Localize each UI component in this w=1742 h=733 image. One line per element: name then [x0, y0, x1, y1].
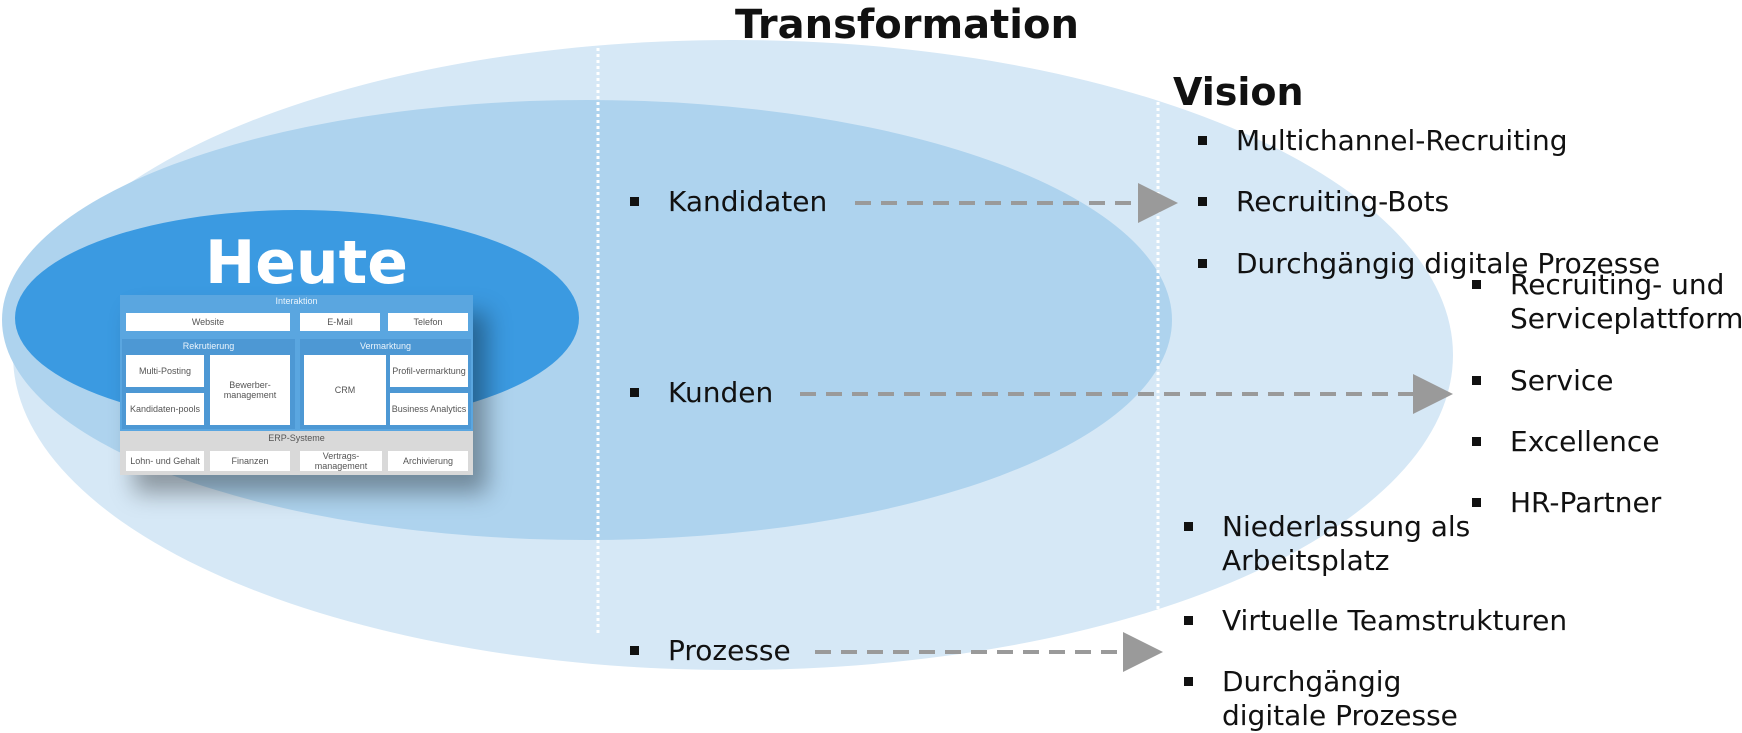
- interaction-header: Interaktion: [275, 296, 318, 306]
- bullet-icon: [1472, 437, 1481, 446]
- vision-customers-item: HR-Partner: [1472, 486, 1661, 520]
- erp-header: ERP-Systeme: [268, 433, 325, 443]
- vision-item-label: Excellence: [1510, 425, 1660, 458]
- transformation-item-prozesse: Prozesse: [630, 634, 791, 668]
- transformation-item-label: Prozesse: [668, 634, 791, 667]
- vision-candidates-item: Durchgängig digitale Prozesse: [1198, 247, 1660, 281]
- marketing-header: Vermarktung: [359, 341, 412, 351]
- bullet-icon: [1184, 522, 1193, 531]
- transformation-item-kunden: Kunden: [630, 376, 773, 410]
- channel-website: Website: [126, 313, 290, 331]
- bullet-icon: [1472, 280, 1481, 289]
- vision-processes-item: Durchgängig digitale Prozesse: [1184, 665, 1482, 733]
- recruiting-header: Rekrutierung: [182, 341, 235, 351]
- vision-customers-item: Recruiting- und Serviceplattform: [1472, 268, 1742, 336]
- bullet-icon: [630, 388, 639, 397]
- vision-item-label: Durchgängig digitale Prozesse: [1236, 247, 1661, 280]
- transformation-item-kandidaten: Kandidaten: [630, 185, 827, 219]
- bullet-icon: [1184, 677, 1193, 686]
- vision-item-label: Service: [1510, 364, 1614, 397]
- vision-customers-item: Excellence: [1472, 425, 1660, 459]
- bullet-icon: [1198, 259, 1207, 268]
- vision-item-label: Durchgängig digitale Prozesse: [1222, 665, 1458, 732]
- erp-item-finanzen: Finanzen: [210, 451, 290, 471]
- bullet-icon: [1198, 197, 1207, 206]
- bullet-icon: [1184, 616, 1193, 625]
- vision-title: Vision: [1173, 70, 1304, 114]
- business-analytics-box: Business Analytics: [390, 393, 468, 425]
- vision-item-label: HR-Partner: [1510, 486, 1662, 519]
- erp-item-lohn: Lohn- und Gehalt: [126, 451, 204, 471]
- heute-title: Heute: [205, 228, 408, 298]
- transformation-title: Transformation: [735, 2, 1079, 48]
- channel-telefon: Telefon: [388, 313, 468, 331]
- vision-item-label: Niederlassung als Arbeitsplatz: [1222, 510, 1471, 577]
- crm-box: CRM: [304, 355, 386, 425]
- applicant-management-box: Bewerber-management: [210, 355, 290, 425]
- vision-candidates-item: Recruiting-Bots: [1198, 185, 1449, 219]
- bullet-icon: [1198, 136, 1207, 145]
- system-architecture-graphic: Interaktion Website E-Mail Telefon Rekru…: [120, 295, 473, 475]
- transformation-item-label: Kunden: [668, 376, 774, 409]
- vision-item-label: Multichannel-Recruiting: [1236, 124, 1568, 157]
- vision-processes-item: Virtuelle Teamstrukturen: [1184, 604, 1567, 638]
- vision-customers-item: Service: [1472, 364, 1613, 398]
- vision-candidates-item: Multichannel-Recruiting: [1198, 124, 1567, 158]
- candidate-pools-box: Kandidaten-pools: [126, 393, 204, 425]
- bullet-icon: [1472, 498, 1481, 507]
- bullet-icon: [630, 197, 639, 206]
- erp-item-archivierung: Archivierung: [388, 451, 468, 471]
- bullet-icon: [630, 646, 639, 655]
- transformation-item-label: Kandidaten: [668, 185, 828, 218]
- bullet-icon: [1472, 376, 1481, 385]
- vision-item-label: Virtuelle Teamstrukturen: [1222, 604, 1568, 637]
- profile-marketing-box: Profil-vermarktung: [390, 355, 468, 387]
- channel-email: E-Mail: [300, 313, 380, 331]
- vision-item-label: Recruiting-Bots: [1236, 185, 1450, 218]
- vision-item-label: Recruiting- und Serviceplattform: [1510, 268, 1742, 335]
- erp-item-vertrag: Vertrags-management: [300, 451, 382, 471]
- multi-posting-box: Multi-Posting: [126, 355, 204, 387]
- vision-processes-item: Niederlassung als Arbeitsplatz: [1184, 510, 1492, 578]
